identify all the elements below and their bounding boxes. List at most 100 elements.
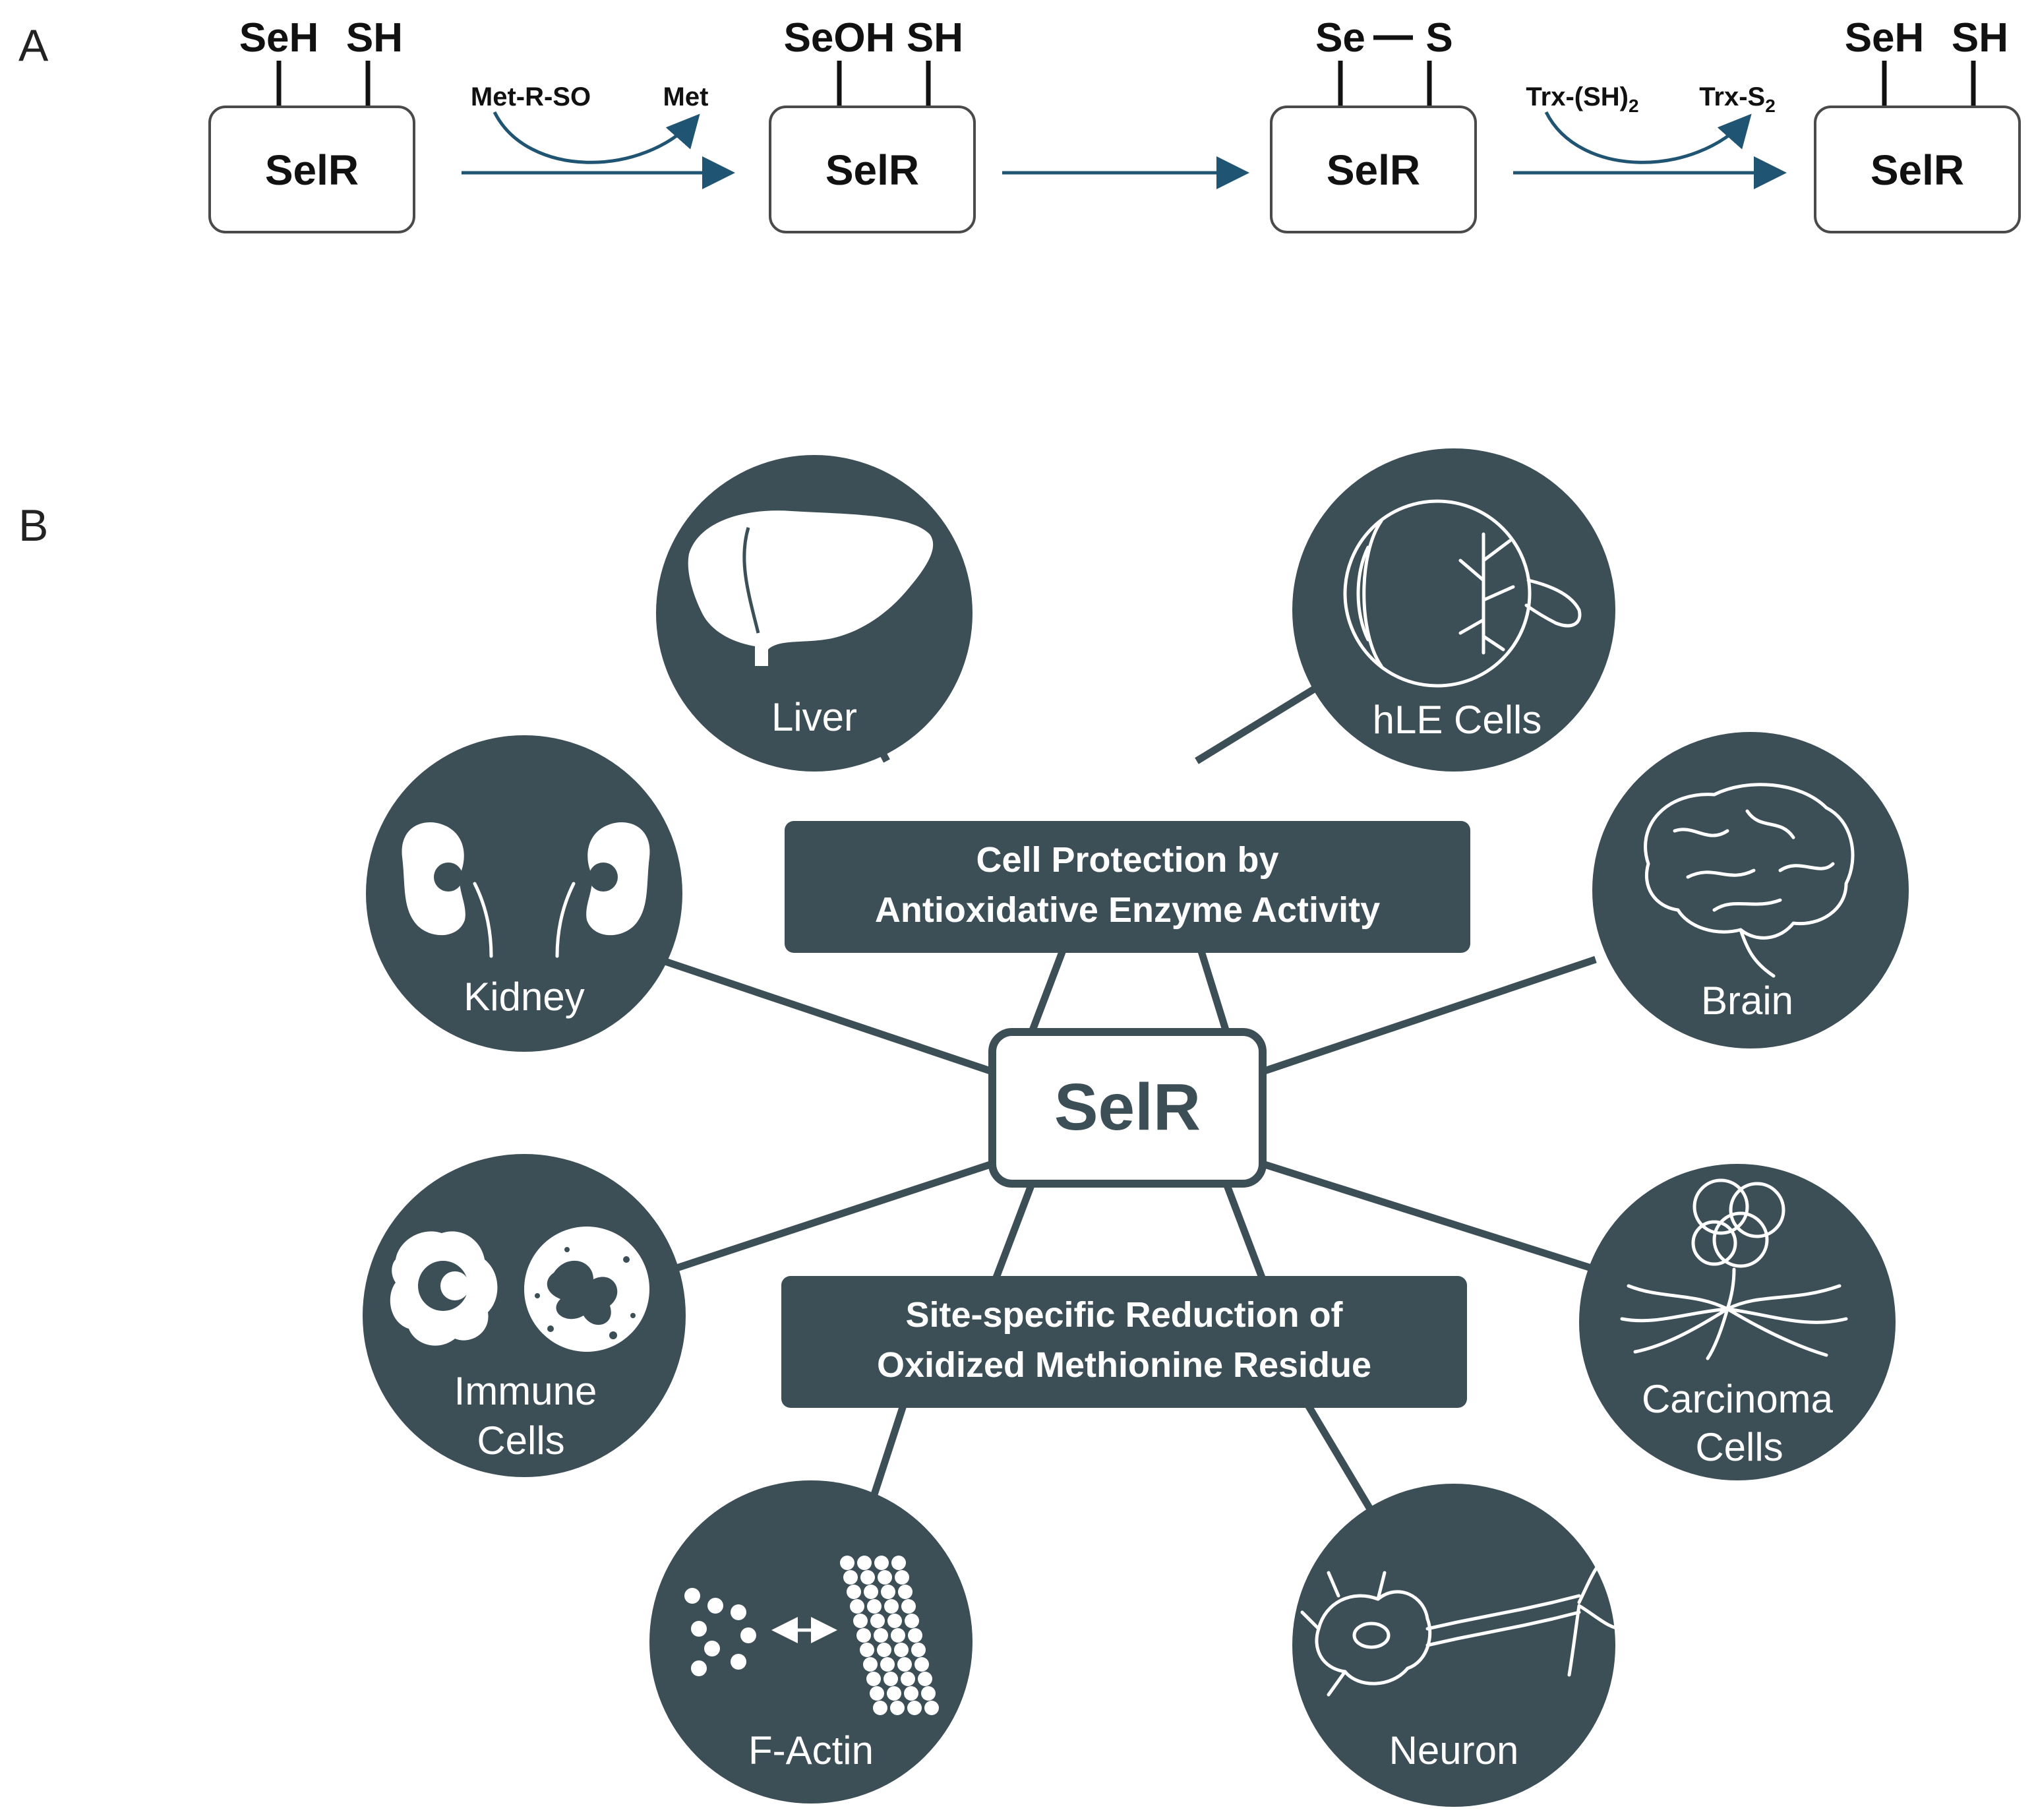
actin-monomer bbox=[904, 1686, 918, 1701]
actin-filament bbox=[840, 1556, 939, 1715]
actin-monomer bbox=[877, 1643, 891, 1657]
node-label-neuron: Neuron bbox=[1389, 1728, 1519, 1773]
actin-monomer bbox=[867, 1599, 882, 1614]
state-2-right-group: SH bbox=[907, 15, 963, 61]
actin-monomer bbox=[897, 1657, 912, 1672]
actin-monomer bbox=[853, 1614, 868, 1628]
actin-monomer bbox=[907, 1701, 922, 1715]
state-3-box bbox=[1270, 106, 1477, 233]
node-label-factin: F-Actin bbox=[748, 1728, 874, 1773]
kidney-icon bbox=[402, 822, 650, 958]
actin-monomer bbox=[857, 1556, 872, 1570]
bar-bottom-line-2: Oxidized Methionine Residue bbox=[877, 1345, 1371, 1385]
state-2-box-label: SelR bbox=[825, 146, 919, 194]
connector-carcinoma bbox=[1261, 1160, 1597, 1273]
liver-icon bbox=[688, 510, 934, 666]
actin-monomer bbox=[880, 1657, 895, 1672]
actin-monomer bbox=[856, 1628, 871, 1643]
actin-monomer bbox=[878, 1570, 892, 1585]
actin-monomer bbox=[866, 1672, 881, 1686]
node-label-brain: Brain bbox=[1701, 979, 1793, 1023]
actin-monomer bbox=[883, 1672, 898, 1686]
actin-monomer bbox=[884, 1599, 899, 1614]
actin-monomer bbox=[914, 1657, 929, 1672]
connector-neuron bbox=[1299, 1393, 1378, 1519]
actin-monomer bbox=[870, 1614, 885, 1628]
step-1-substrate: Met-R-SO bbox=[471, 82, 591, 111]
connector-brain bbox=[1261, 956, 1597, 1076]
node-label-carcinoma-2: Cells bbox=[1695, 1425, 1783, 1469]
actin-monomer bbox=[863, 1657, 878, 1672]
bar-top-line-2: Antioxidative Enzyme Activity bbox=[875, 890, 1380, 930]
carcinoma-cells-icon bbox=[1620, 1178, 1848, 1360]
step-3-cofactor-arrow bbox=[1544, 111, 1752, 164]
actin-monomer bbox=[905, 1614, 919, 1628]
center-selr-label: SelR bbox=[1054, 1070, 1201, 1144]
state-4-box bbox=[1814, 106, 2021, 233]
actin-monomer bbox=[924, 1701, 939, 1715]
state-2-box bbox=[769, 106, 976, 233]
actin-monomer bbox=[890, 1701, 905, 1715]
node-liver: Liver bbox=[656, 455, 973, 772]
actin-monomer bbox=[870, 1686, 884, 1701]
panel-a-letter: A bbox=[18, 20, 49, 71]
function-bar-top: Cell Protection by Antioxidative Enzyme … bbox=[785, 821, 1470, 953]
bar-top-line-1: Cell Protection by bbox=[976, 840, 1278, 880]
actin-monomer bbox=[874, 1628, 888, 1643]
actin-monomer bbox=[840, 1556, 854, 1570]
state-4-right-group: SH bbox=[1952, 15, 2008, 61]
node-label-carcinoma-1: Carcinoma bbox=[1642, 1377, 1834, 1421]
state-1-box bbox=[208, 106, 415, 233]
state-3-left-group: Se bbox=[1315, 15, 1365, 61]
actin-monomer bbox=[843, 1570, 858, 1585]
actin-monomer bbox=[901, 1672, 915, 1686]
node-label-kidney: Kidney bbox=[464, 975, 584, 1019]
actin-monomer bbox=[874, 1556, 889, 1570]
actin-monomer bbox=[881, 1585, 895, 1599]
connector-kidney bbox=[658, 956, 994, 1076]
function-bar-bottom: Site-specific Reduction of Oxidized Meth… bbox=[781, 1276, 1467, 1408]
node-factin: F-Actin bbox=[649, 1480, 973, 1804]
f-actin-icon bbox=[684, 1556, 939, 1715]
node-label-hle: hLE Cells bbox=[1373, 698, 1542, 742]
state-3-box-label: SelR bbox=[1327, 146, 1420, 194]
node-label-immune-1: Immune bbox=[454, 1369, 597, 1413]
node-label-liver: Liver bbox=[771, 695, 857, 739]
neuron-icon bbox=[1300, 1554, 1624, 1697]
state-1-right-group: SH bbox=[346, 15, 403, 61]
node-kidney: Kidney bbox=[366, 735, 682, 1052]
node-brain: Brain bbox=[1592, 732, 1909, 1048]
actin-monomer bbox=[887, 1686, 901, 1701]
connector-center-bottom-right bbox=[1222, 1182, 1267, 1281]
step-3-product: Trx-S2 bbox=[1699, 82, 1776, 116]
actin-monomer bbox=[860, 1570, 875, 1585]
actin-monomer bbox=[918, 1672, 932, 1686]
step-1-cofactor-arrow bbox=[493, 111, 700, 164]
panel-b-letter: B bbox=[18, 501, 48, 551]
actin-monomer bbox=[911, 1643, 926, 1657]
actin-monomer bbox=[908, 1628, 922, 1643]
actin-monomer bbox=[898, 1585, 913, 1599]
state-4-box-label: SelR bbox=[1871, 146, 1964, 194]
actin-monomer bbox=[864, 1585, 878, 1599]
connector-immune bbox=[671, 1160, 994, 1273]
node-neuron: Neuron bbox=[1292, 1484, 1624, 1807]
immune-cells-icon bbox=[390, 1227, 649, 1352]
node-hle: hLE Cells bbox=[1292, 448, 1615, 772]
eye-icon bbox=[1343, 499, 1582, 688]
actin-monomer bbox=[891, 1556, 906, 1570]
actin-monomer bbox=[850, 1599, 864, 1614]
step-1-product: Met bbox=[663, 82, 709, 111]
node-carcinoma: Carcinoma Cells bbox=[1579, 1164, 1896, 1480]
actin-monomer bbox=[894, 1643, 909, 1657]
actin-monomer bbox=[895, 1570, 909, 1585]
actin-monomer bbox=[847, 1585, 861, 1599]
step-3-substrate: Trx-(SH)2 bbox=[1526, 82, 1638, 116]
state-1-left-group: SeH bbox=[239, 15, 319, 61]
state-1-box-label: SelR bbox=[265, 146, 359, 194]
bar-bottom-line-1: Site-specific Reduction of bbox=[905, 1295, 1343, 1335]
node-immune: Immune Cells bbox=[363, 1154, 686, 1477]
actin-monomer bbox=[901, 1599, 916, 1614]
